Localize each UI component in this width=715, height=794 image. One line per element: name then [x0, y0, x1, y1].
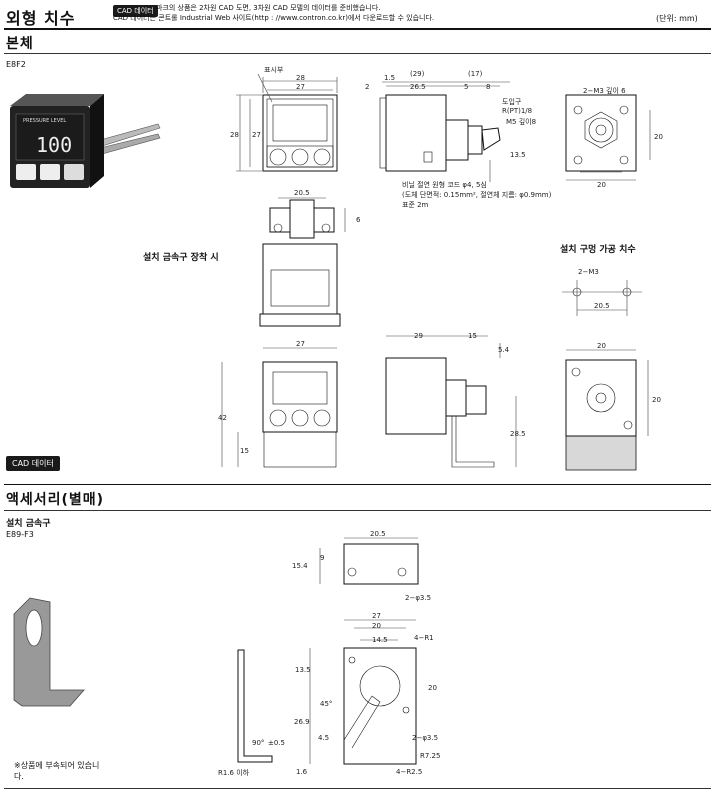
- bracket-photo: [13, 597, 85, 707]
- bracket-top-view: [319, 537, 419, 585]
- svg-text:2−M3 깊이 6: 2−M3 깊이 6: [583, 86, 626, 95]
- front-view-bottom: [221, 347, 338, 468]
- bottom-divider: [4, 788, 711, 789]
- svg-text:1.6: 1.6: [296, 768, 308, 776]
- svg-text:5.4: 5.4: [498, 346, 510, 354]
- svg-text:20: 20: [428, 684, 437, 692]
- cad-badge[interactable]: CAD 데이터: [6, 456, 60, 471]
- svg-text:2−φ3.5: 2−φ3.5: [405, 594, 431, 602]
- svg-text:28: 28: [296, 74, 305, 82]
- svg-text:13.5: 13.5: [510, 151, 526, 159]
- cad-data-tag[interactable]: CAD 데이터: [113, 5, 158, 17]
- svg-text:비닐 절연 원형 코드 φ4, 5심: 비닐 절연 원형 코드 φ4, 5심: [402, 180, 487, 189]
- svg-text:27: 27: [296, 340, 305, 348]
- bracket-front-view: [309, 619, 417, 765]
- svg-text:27: 27: [372, 612, 381, 620]
- accessory-top-divider: [4, 484, 711, 485]
- page-title: 외형 치수: [6, 9, 76, 28]
- svg-text:26.5: 26.5: [410, 83, 426, 91]
- side-view: [379, 81, 510, 182]
- svg-text:표시부: 표시부: [264, 66, 284, 74]
- svg-text:27: 27: [252, 131, 261, 139]
- svg-text:R(PT)1/8: R(PT)1/8: [502, 107, 532, 115]
- side-view-bottom: [385, 335, 517, 468]
- svg-text:20: 20: [652, 396, 661, 404]
- svg-text:27: 27: [296, 83, 305, 91]
- hole-label: 설치 구멍 가공 치수: [560, 245, 636, 255]
- svg-text:29: 29: [414, 332, 423, 340]
- svg-text:(29): (29): [410, 70, 425, 78]
- svg-text:5: 5: [464, 83, 468, 91]
- svg-text:(17): (17): [468, 70, 483, 78]
- svg-text:20: 20: [654, 133, 663, 141]
- svg-text:20: 20: [597, 342, 606, 350]
- svg-text:45°: 45°: [320, 700, 332, 708]
- svg-text:20.5: 20.5: [594, 302, 610, 310]
- svg-text:15.4: 15.4: [292, 562, 308, 570]
- body-divider: [4, 53, 711, 54]
- svg-text:±0.5: ±0.5: [268, 739, 285, 747]
- front-view: [236, 73, 338, 172]
- svg-text:14.5: 14.5: [372, 636, 388, 644]
- svg-text:15: 15: [468, 332, 477, 340]
- svg-text:6: 6: [356, 216, 361, 224]
- accessory-note: ※상품에 부속되어 있습니다.: [14, 761, 100, 781]
- svg-text:8: 8: [486, 83, 490, 91]
- svg-text:13.5: 13.5: [295, 666, 311, 674]
- mount-label: 설치 금속구 장착 시: [143, 253, 219, 263]
- svg-text:표준 2m: 표준 2m: [402, 201, 429, 209]
- svg-text:26.9: 26.9: [294, 718, 310, 726]
- accessory-subtitle: 설치 금속구: [6, 519, 51, 529]
- svg-text:R7.25: R7.25: [420, 752, 440, 760]
- svg-text:20: 20: [597, 181, 606, 189]
- svg-text:4−R2.5: 4−R2.5: [396, 768, 422, 776]
- svg-text:9: 9: [320, 554, 324, 562]
- mounted-front-view: [259, 197, 346, 327]
- svg-text:도입구: 도입구: [502, 98, 522, 106]
- accessory-divider: [4, 510, 711, 511]
- cad-note-line2: CAD 데이터는 콘트롤 Industrial Web 사이트(http : /…: [113, 14, 435, 22]
- sensor-photo: PRESSURE LEVEL 100: [8, 92, 161, 192]
- svg-text:4−R1: 4−R1: [414, 634, 434, 642]
- body-section-title: 본체: [6, 36, 34, 52]
- accessory-section-title: 액세서리(별매): [6, 492, 105, 508]
- cad-note-line1: 마크의 상품은 2차원 CAD 도면, 3차원 CAD 모델의 데이터를 준비했…: [156, 4, 381, 12]
- header-divider: [4, 28, 711, 30]
- svg-text:90°: 90°: [252, 739, 264, 747]
- unit-label: (단위: mm): [656, 14, 698, 23]
- mounting-hole-view: [562, 280, 642, 316]
- rear-view: [565, 94, 651, 181]
- svg-text:20: 20: [372, 622, 381, 630]
- svg-text:15: 15: [240, 447, 249, 455]
- svg-text:20.5: 20.5: [370, 530, 386, 538]
- svg-text:4.5: 4.5: [318, 734, 329, 742]
- svg-text:M5 깊이8: M5 깊이8: [506, 117, 536, 126]
- svg-text:PRESSURE LEVEL: PRESSURE LEVEL: [23, 118, 66, 124]
- rear-view-bottom: [565, 349, 649, 471]
- svg-text:28: 28: [230, 131, 239, 139]
- svg-text:28.5: 28.5: [510, 430, 526, 438]
- svg-text:20.5: 20.5: [294, 189, 310, 197]
- svg-text:2−φ3.5: 2−φ3.5: [412, 734, 438, 742]
- svg-text:R1.6 이하: R1.6 이하: [218, 768, 250, 777]
- bracket-side-view: [237, 649, 273, 763]
- accessory-model: E89-F3: [6, 530, 34, 539]
- display-value: 100: [36, 133, 72, 157]
- svg-text:1.5: 1.5: [384, 74, 395, 82]
- svg-text:2: 2: [365, 83, 369, 91]
- svg-text:42: 42: [218, 414, 227, 422]
- svg-text:2−M3: 2−M3: [578, 268, 599, 276]
- body-model: E8F2: [6, 60, 26, 69]
- svg-text:(도체 단면적: 0.15mm², 절연체 지름: φ0.9: (도체 단면적: 0.15mm², 절연체 지름: φ0.9mm): [402, 190, 552, 199]
